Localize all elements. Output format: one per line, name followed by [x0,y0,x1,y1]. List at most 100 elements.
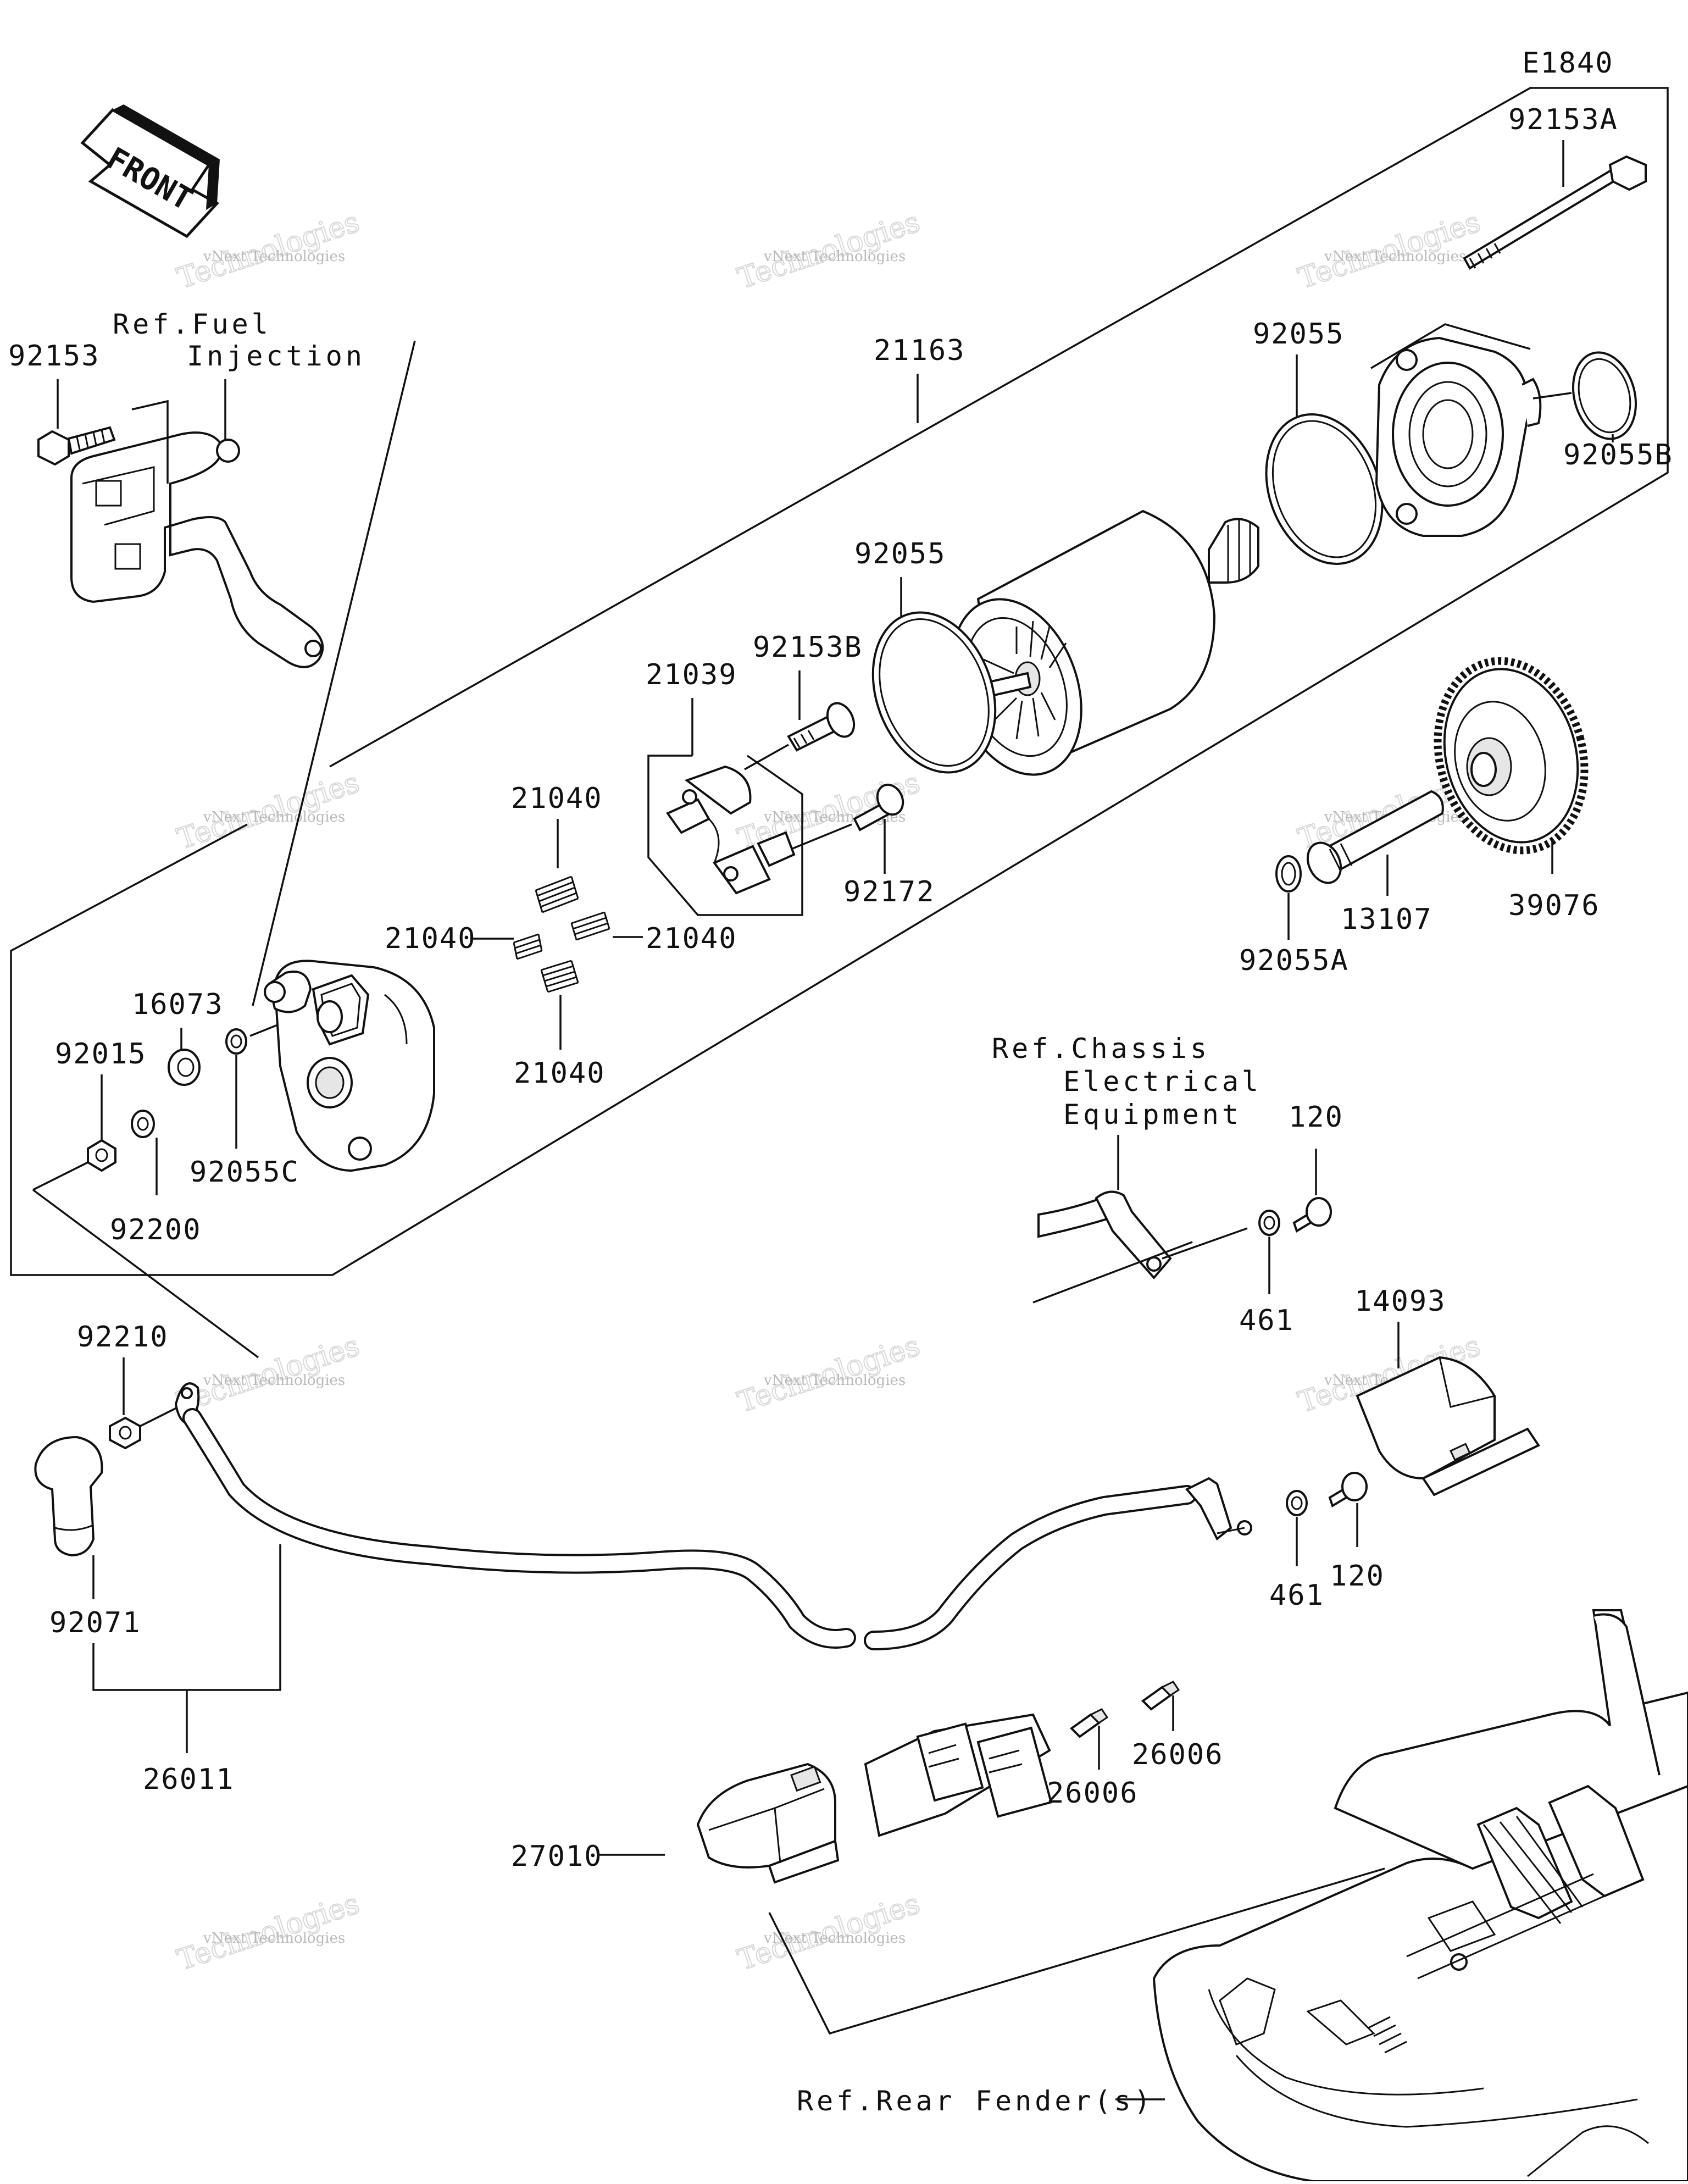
washer-461-a [1258,1210,1280,1236]
label-21040-a: 21040 [511,782,603,815]
label-21040-b: 21040 [385,922,476,955]
fuel-injection-bracket [70,431,324,668]
nut-92015-icon [87,1139,116,1172]
spring-21040-c-icon [570,911,610,941]
svg-text:vNext Technologies: vNext Technologies [763,1372,906,1389]
shaft-13107 [1306,790,1444,884]
label-120-b: 120 [1330,1560,1385,1593]
label-92055-top: 92055 [1253,318,1345,351]
label-14093: 14093 [1354,1285,1446,1318]
label-461-a: 461 [1239,1304,1294,1337]
o-ring-92055-mid [871,611,997,774]
bolt-120-b-icon [1328,1472,1368,1507]
ref-rear-fender: Ref.Rear Fender(s) [797,2085,1154,2117]
label-26011: 26011 [143,1763,235,1796]
svg-text:vNext Technologies: vNext Technologies [203,248,345,265]
ref-chassis-line1: Ref.Chassis [992,1033,1210,1065]
nut-92210-icon [109,1416,141,1450]
screw-92172-icon [853,783,904,832]
diagram-code: E1840 [1522,47,1614,80]
front-arrow-icon: FRONT [80,104,220,239]
relay-connector [864,1713,1053,1837]
ref-chassis-line2: Electrical [1063,1066,1262,1097]
ref-chassis-line3: Equipment [1063,1099,1242,1130]
svg-text:vNext Technologies: vNext Technologies [1324,248,1466,265]
leader-cover-ring [1532,392,1572,400]
watermark-7: Technologies vNext Technologies [173,1329,364,1420]
starter-motor-group-outline [10,87,1669,1276]
label-92071: 92071 [49,1606,141,1639]
label-92153A: 92153A [1508,103,1618,136]
leader-92153 [131,400,169,484]
label-92055-mid: 92055 [854,537,946,570]
label-92200: 92200 [110,1213,202,1246]
label-26006-b: 26006 [1132,1738,1224,1771]
watermark-3: Technologies vNext Technologies [1293,205,1485,296]
washer-92200 [131,1110,155,1138]
rear-cover [264,960,435,1172]
label-461-b: 461 [1269,1579,1324,1612]
ref-fuel-injection-line2: Injection [187,340,365,372]
label-13107: 13107 [1341,903,1432,936]
bolt-92153B-icon [787,702,856,752]
label-120-a: 120 [1289,1101,1343,1134]
label-92172: 92172 [843,875,935,908]
cover-14093 [1356,1356,1540,1496]
watermark-11: Technologies vNext Technologies [733,1887,924,1977]
label-92055C: 92055C [190,1156,299,1189]
watermark-2: Technologies vNext Technologies [733,205,924,296]
label-39076: 39076 [1508,889,1600,922]
label-27010: 27010 [511,1840,603,1873]
watermark-8: Technologies vNext Technologies [733,1329,924,1420]
spring-21040-d-icon [540,960,579,993]
grommet-16073 [168,1049,201,1086]
watermark-10: Technologies vNext Technologies [173,1887,364,1977]
starter-motor-21163 [951,509,1259,776]
connector-bolt-cover [1370,323,1531,369]
label-92210: 92210 [77,1321,169,1354]
fuse-26006-b-icon [1141,1681,1180,1711]
connector-nut-cable [32,1189,259,1359]
spring-21040-a-icon [535,875,579,913]
label-21040-c: 21040 [646,922,737,955]
fuse-26006-a-icon [1069,1708,1109,1738]
label-21039: 21039 [646,658,737,691]
label-92055B: 92055B [1563,439,1673,472]
label-21040-d: 21040 [514,1057,606,1090]
ref-fuel-injection-line1: Ref.Fuel [113,308,271,340]
label-26006-a: 26006 [1047,1777,1139,1810]
relay-group-outline [1032,1241,1193,1304]
svg-text:vNext Technologies: vNext Technologies [203,809,345,825]
washer-461-b [1286,1490,1308,1516]
terminal-boot-92071 [34,1435,103,1557]
svg-text:vNext Technologies: vNext Technologies [763,1930,906,1947]
label-21163: 21163 [874,334,965,367]
label-92153: 92153 [8,340,100,373]
spring-21040-b-icon [513,933,543,960]
label-16073: 16073 [132,988,224,1021]
chassis-cable-terminal [1037,1190,1172,1280]
brush-holder-group-outline [647,755,803,916]
rear-fender [1152,1609,1688,2182]
label-92055A: 92055A [1239,944,1349,977]
bolt-120-a-icon [1292,1197,1332,1233]
washer-92055C [225,1028,247,1055]
svg-text:vNext Technologies: vNext Technologies [763,248,906,265]
svg-text:vNext Technologies: vNext Technologies [203,1930,345,1947]
brush-holder-21039 [665,765,796,895]
watermark-4: Technologies vNext Technologies [173,766,364,856]
front-cover-housing [1375,336,1542,537]
starter-relay-27010 [696,1762,840,1884]
label-92153B: 92153B [753,631,863,664]
washer-92055A [1275,855,1302,893]
label-92015: 92015 [55,1038,147,1071]
o-ring-92055B [1572,351,1637,440]
long-bolt-92153A-icon [1463,155,1647,270]
bolt-92153-icon [37,426,116,466]
gear-39076 [1434,657,1589,855]
svg-text:vNext Technologies: vNext Technologies [203,1372,345,1389]
battery-cable-26011 [174,1382,1252,1650]
connector-bracket-cover [252,340,416,1006]
